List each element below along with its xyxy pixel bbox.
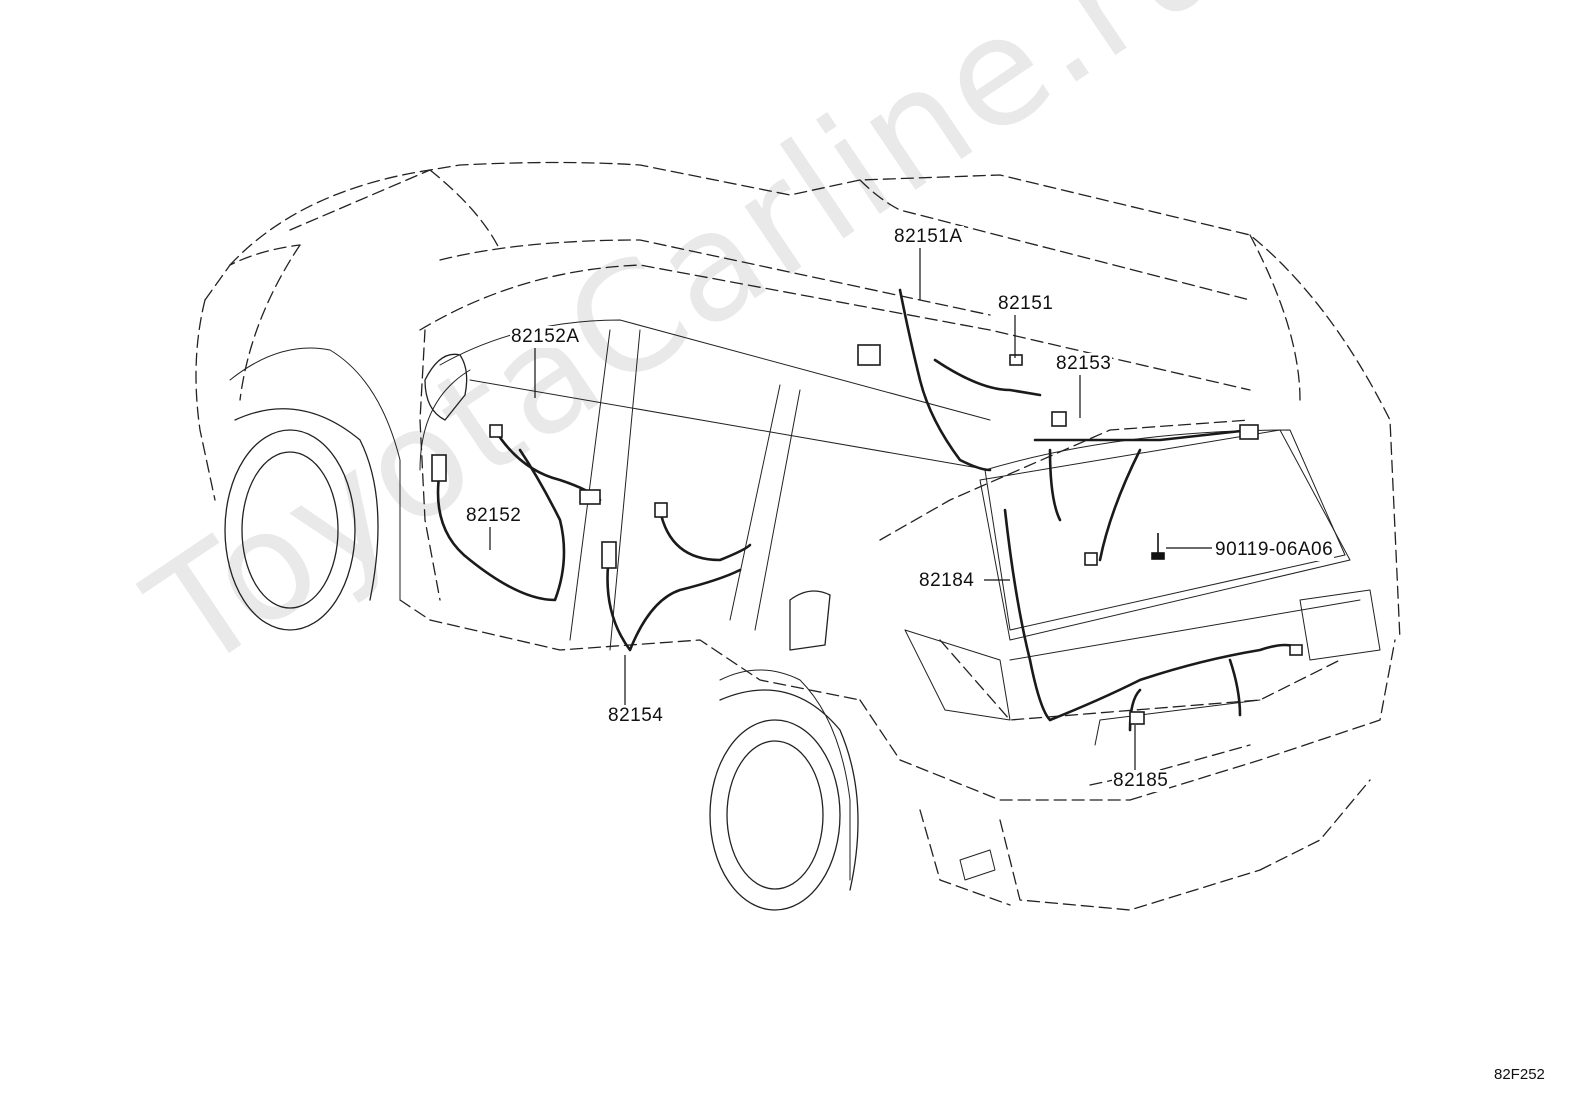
harness-82153-branch xyxy=(1048,448,1142,562)
connector xyxy=(857,344,881,366)
harness-82184 xyxy=(1003,508,1052,722)
body-panel-lines xyxy=(229,319,1361,881)
connector xyxy=(431,454,447,482)
connector xyxy=(1129,711,1145,725)
fuel-door xyxy=(789,590,831,651)
callout-90119: 90119-06A06 xyxy=(1214,539,1335,561)
connector xyxy=(1239,424,1259,440)
harness-82185-branch xyxy=(1128,658,1242,732)
reference-code: 82F252 xyxy=(1494,1066,1545,1083)
callout-82151a: 82151A xyxy=(893,226,964,248)
body-outline xyxy=(195,161,1401,911)
connector xyxy=(601,541,617,569)
callout-82151: 82151 xyxy=(997,293,1055,315)
rear-wheel xyxy=(709,689,859,911)
harness-82154 xyxy=(606,548,742,652)
callout-82153: 82153 xyxy=(1055,353,1113,375)
bolt-90119 xyxy=(1151,533,1165,560)
callout-82185: 82185 xyxy=(1112,770,1170,792)
connector xyxy=(1289,644,1303,656)
rear-bumper-vent xyxy=(959,849,996,881)
harness-82151a xyxy=(898,288,992,472)
callout-82154: 82154 xyxy=(607,705,665,727)
harness-82185 xyxy=(1048,643,1302,722)
rear-glass xyxy=(984,429,1346,631)
connector xyxy=(654,502,668,518)
harness-82151 xyxy=(933,358,1042,397)
connector xyxy=(1009,354,1023,366)
tail-light-left xyxy=(904,629,1011,721)
side-mirror xyxy=(424,353,468,421)
callout-82184: 82184 xyxy=(918,570,976,592)
connector xyxy=(1051,411,1067,427)
connector xyxy=(1084,552,1098,566)
front-wheel xyxy=(224,408,379,631)
harness-82152 xyxy=(436,448,566,602)
connector xyxy=(489,424,503,438)
callout-82152a: 82152A xyxy=(510,326,581,348)
harness-82153 xyxy=(1033,428,1252,442)
connector xyxy=(579,489,601,505)
callout-82152: 82152 xyxy=(465,505,523,527)
tail-light-right xyxy=(1299,589,1381,661)
harness-82154-branch xyxy=(658,508,752,562)
